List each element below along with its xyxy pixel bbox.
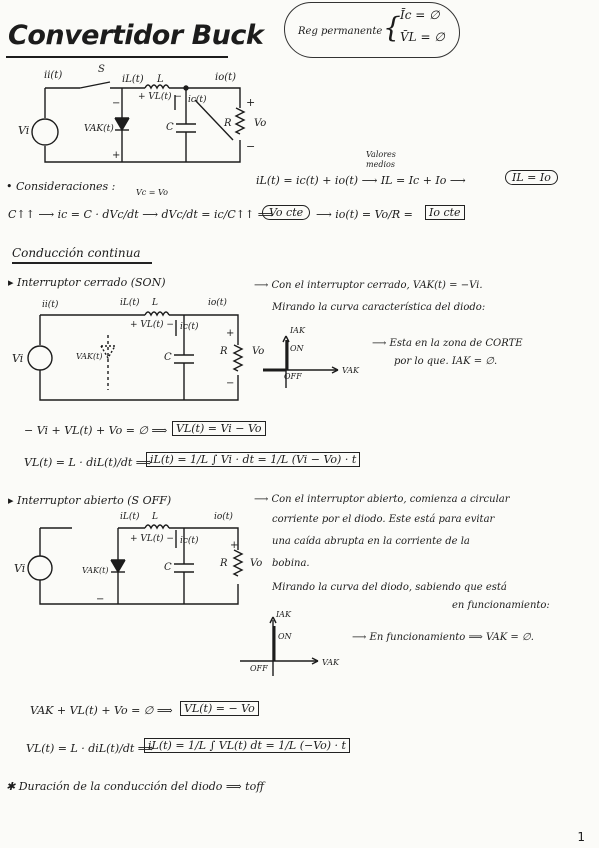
open-kvl: VAK + VL(t) + Vo = ∅ ⟹: [30, 704, 173, 717]
c3-vak-label: VAK(t): [82, 566, 109, 575]
steady-state-label: Reg permanente: [298, 26, 383, 37]
c2-vak-label: VAK(t): [76, 352, 103, 361]
c3-r-label: R: [220, 558, 228, 569]
c3-on: ON: [278, 632, 292, 641]
c3-ic-label: ic(t): [180, 536, 199, 546]
c2-vl-label: + VL(t) −: [130, 320, 174, 330]
steady-eq-ic: Īc = ∅: [400, 8, 440, 22]
c3-vi-label: Vi: [14, 562, 26, 575]
open-il-box: iL(t) = 1/L ∫ VL(t) dt = 1/L (−Vo) · t: [144, 738, 350, 753]
c2-io-label: io(t): [208, 298, 227, 308]
c2-iak: IAK: [290, 326, 305, 335]
c1-io-label: io(t): [215, 72, 237, 83]
steady-state-cloud: [284, 2, 460, 58]
closed-il-eq: VL(t) = L · diL(t)/dt ⟹: [24, 456, 152, 469]
c1-L-label: L: [157, 74, 164, 85]
c2-vi-label: Vi: [12, 352, 24, 365]
considerations-eq2: ⟶ io(t) = Vo/R =: [316, 208, 413, 221]
open-region: ⟶ En funcionamiento ⟹ VAK = ∅.: [352, 632, 534, 643]
c1-il-label: iL(t): [122, 74, 144, 85]
c1-vl-label: + VL(t) −: [138, 92, 182, 102]
avg-currents-eq: iL(t) = ic(t) + io(t) ⟶ IL = Ic + Io ⟶: [256, 174, 466, 187]
c3-vo-label: Vo: [250, 558, 263, 569]
io-cte-box: Io cte: [425, 205, 465, 220]
c1-minus-r: −: [246, 140, 256, 153]
closed-kvl-box: VL(t) = Vi − Vo: [172, 421, 266, 436]
closed-heading: ▸ Interruptor cerrado (SON): [8, 276, 166, 289]
c2-il-label: iL(t): [120, 298, 140, 308]
open-text1: ⟶ Con el interruptor abierto, comienza a…: [254, 494, 510, 505]
c1-c-label: C: [166, 122, 174, 133]
open-text3: una caída abrupta en la corriente de la: [272, 536, 470, 547]
closed-text2: Mirando la curva característica del diod…: [272, 302, 486, 313]
c3-io-label: io(t): [214, 512, 233, 522]
c1-ic-label: ic(t): [188, 95, 207, 105]
c1-vak-label: VAK(t): [84, 124, 114, 134]
c2-vak-axis: VAK: [342, 366, 359, 375]
c1-s-label: S: [98, 64, 105, 75]
c3-off: OFF: [250, 664, 268, 673]
c1-plus-d: +: [112, 150, 121, 161]
c1-vi-label: Vi: [18, 124, 30, 137]
closed-region2: por lo que. IAK = ∅.: [394, 356, 498, 367]
open-text2: corriente por el diodo. Este está para e…: [272, 514, 495, 525]
c2-ii-label: ii(t): [42, 300, 59, 310]
c1-plus-r: +: [246, 96, 256, 109]
c3-plus: +: [230, 540, 239, 551]
c2-vo-label: Vo: [252, 346, 265, 357]
c3-L-label: L: [152, 512, 158, 522]
c3-vak-axis: VAK: [322, 658, 339, 667]
c1-vo-label: Vo: [254, 118, 267, 129]
open-il-eq: VL(t) = L · diL(t)/dt ⟹: [26, 742, 154, 755]
page-number: 1: [577, 830, 585, 844]
c1-ii-label: ii(t): [44, 70, 63, 81]
avg-note: Valores medios: [366, 150, 396, 169]
c3-vl-label: + VL(t) −: [130, 534, 174, 544]
c3-minus: −: [96, 594, 105, 605]
c3-c-label: C: [164, 562, 172, 573]
c1-r-label: R: [224, 118, 232, 129]
c2-L-label: L: [152, 298, 158, 308]
c2-on: ON: [290, 344, 304, 353]
c2-plus: +: [226, 328, 235, 339]
c1-minus-d: −: [112, 98, 121, 109]
c3-iak: IAK: [276, 610, 291, 619]
c2-r-label: R: [220, 346, 228, 357]
section-continuous: Conducción continua: [12, 246, 141, 260]
title-underline: [6, 56, 228, 58]
brace: {: [383, 11, 401, 44]
open-heading: ▸ Interruptor abierto (S OFF): [8, 494, 172, 507]
closed-il-box: iL(t) = 1/L ∫ Vi · dt = 1/L (Vi − Vo) · …: [146, 452, 361, 467]
considerations-label: • Consideraciones :: [6, 180, 116, 193]
open-text6: en funcionamiento:: [452, 600, 550, 611]
section-underline: [12, 262, 152, 264]
c2-c-label: C: [164, 352, 172, 363]
c2-off: OFF: [284, 372, 302, 381]
open-text4: bobina.: [272, 558, 310, 569]
closed-text1: ⟶ Con el interruptor cerrado, VAK(t) = −…: [254, 280, 483, 291]
vc-note: Vc = Vo: [136, 188, 168, 197]
vo-cte-oval: Vo cte: [262, 205, 311, 220]
open-text5: Mirando la curva del diodo, sabiendo que…: [272, 582, 507, 593]
closed-region1: ⟶ Esta en la zona de CORTE: [372, 338, 523, 349]
avg-currents-result: IL = Io: [505, 170, 558, 185]
open-kvl-box: VL(t) = − Vo: [180, 701, 259, 716]
c2-ic-label: ic(t): [180, 322, 199, 332]
considerations-eq: C↑↑ ⟶ ic = C · dVc/dt ⟶ dVc/dt = ic/C↑↑ …: [8, 208, 274, 221]
closed-kvl: − Vi + VL(t) + Vo = ∅ ⟹: [24, 424, 168, 437]
steady-eq-vl: V̄L = ∅: [400, 30, 445, 44]
page-title: Convertidor Buck: [8, 20, 264, 51]
c2-minus: −: [226, 378, 235, 389]
c3-il-label: iL(t): [120, 512, 140, 522]
footer-note: ✱ Duración de la conducción del diodo ⟹ …: [6, 780, 264, 793]
